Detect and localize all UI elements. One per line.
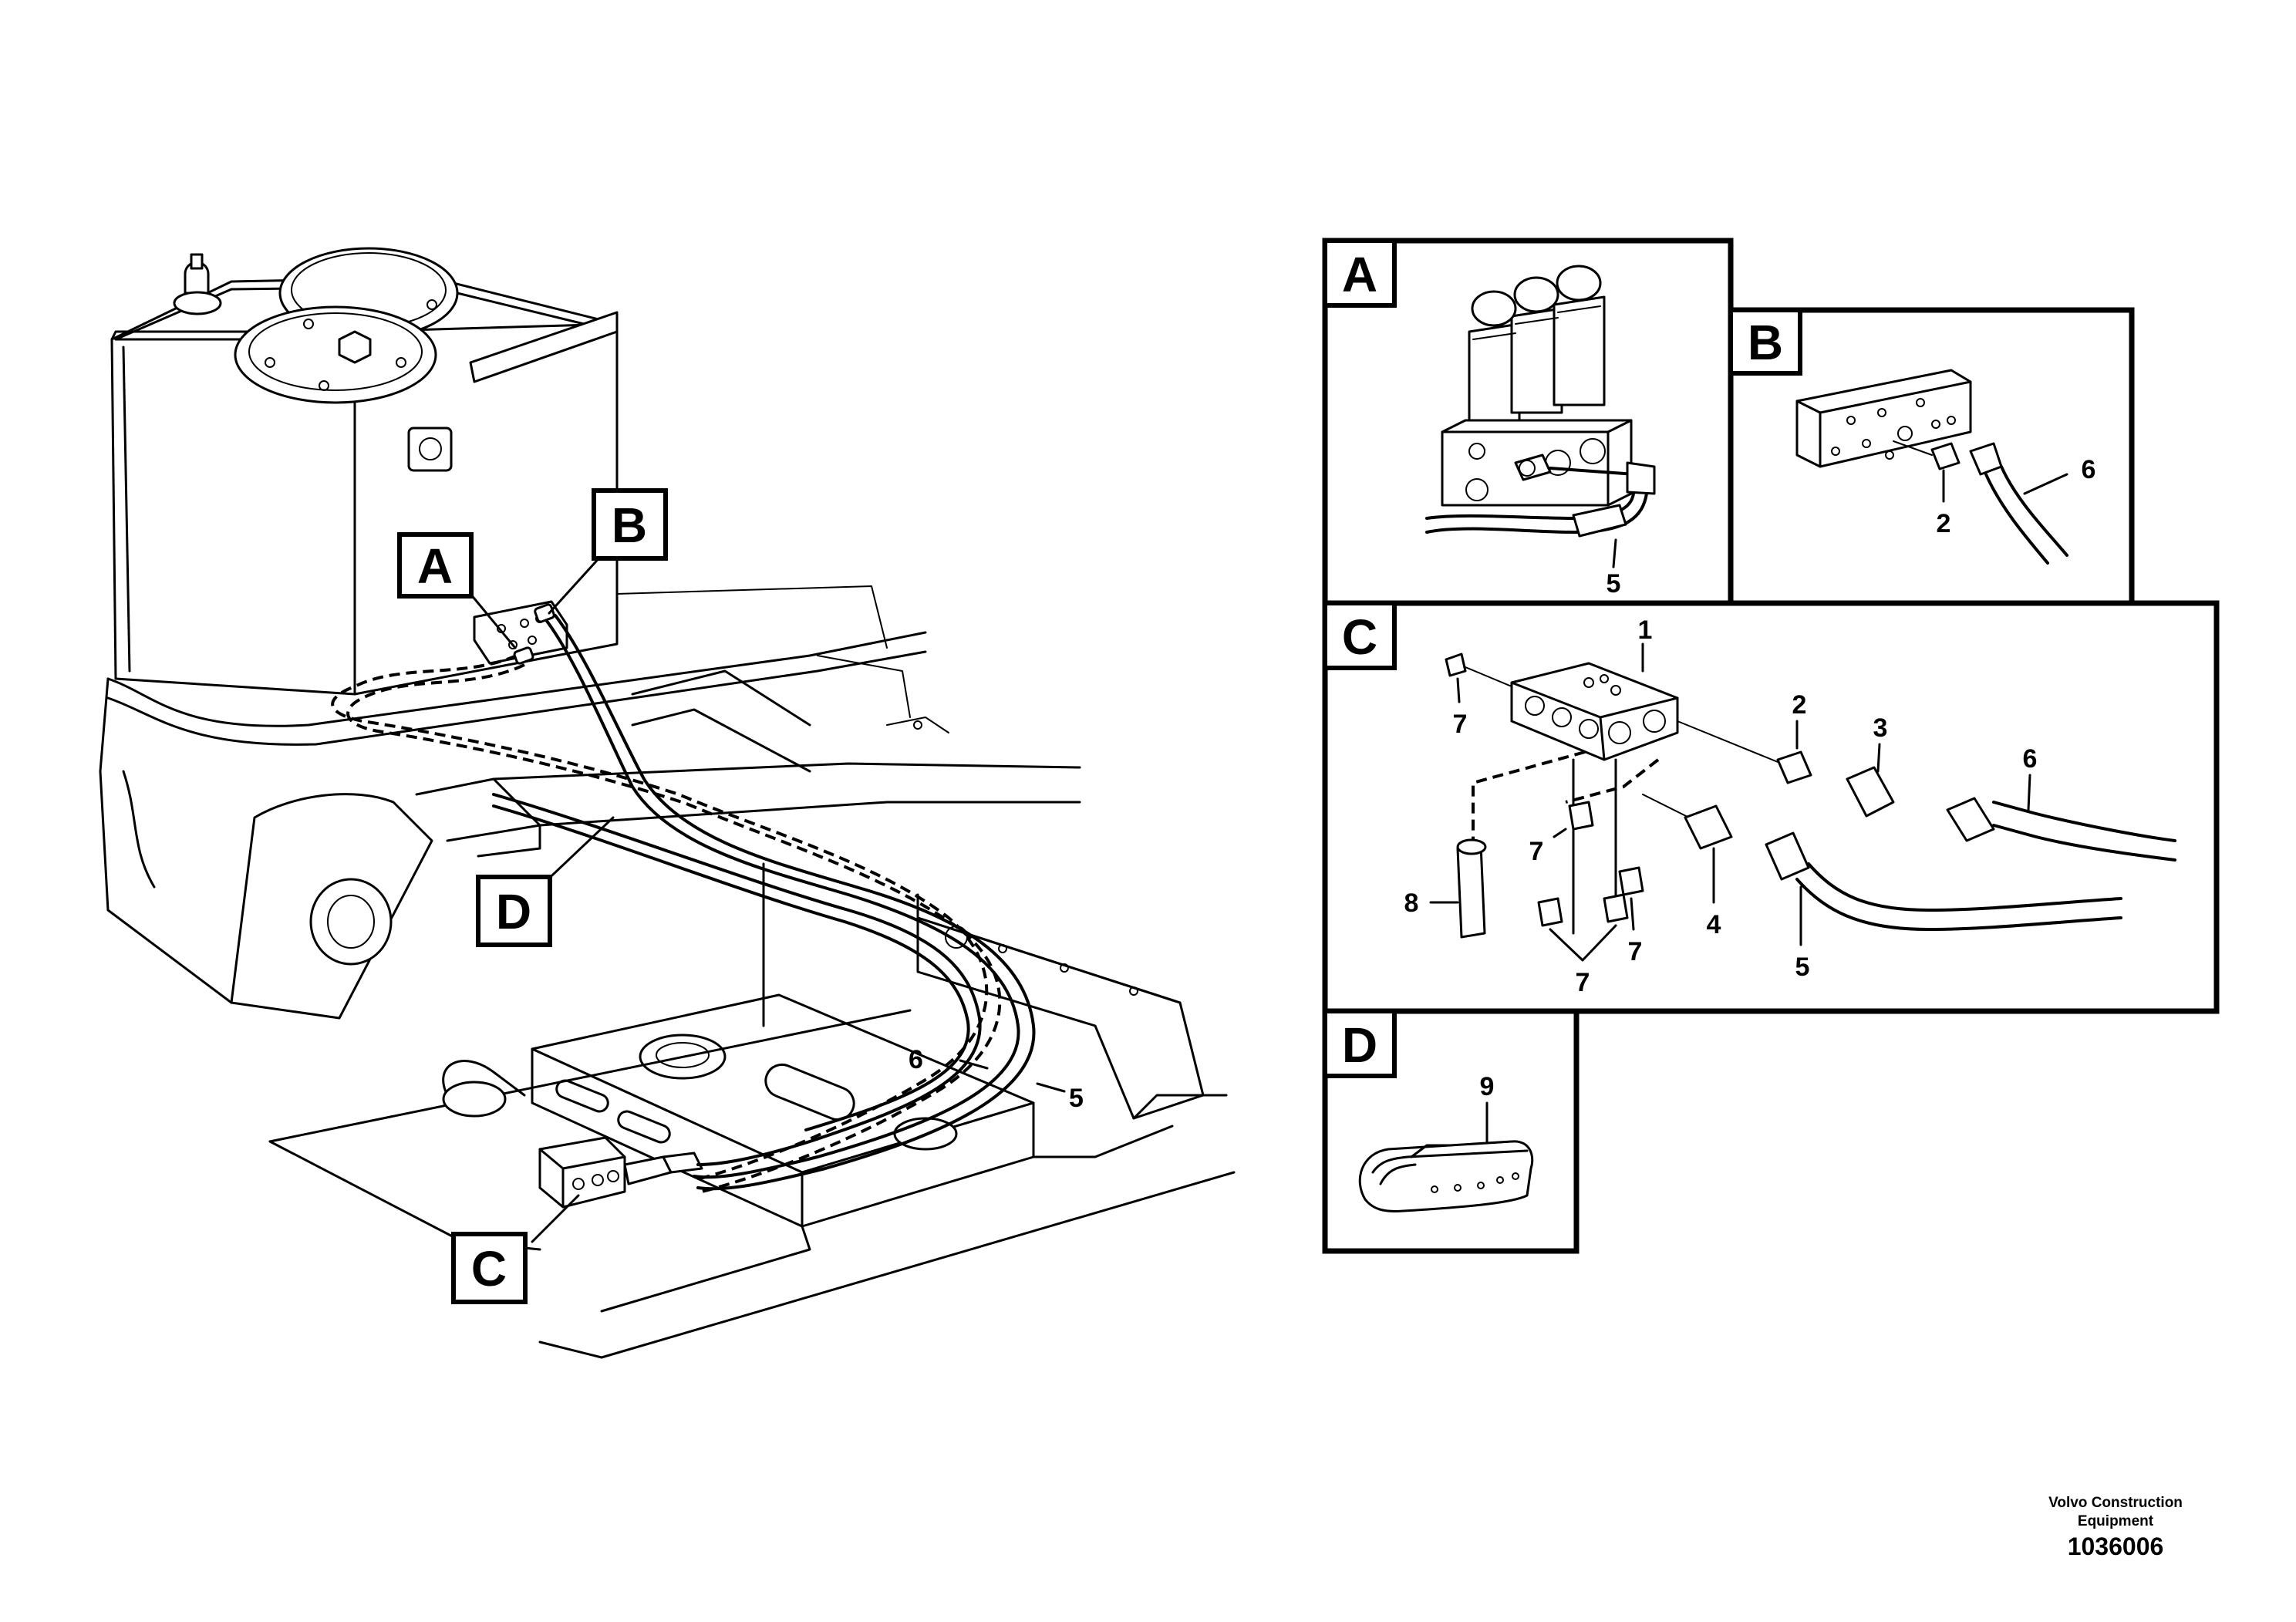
hose-label-5: 5 (1069, 1084, 1084, 1113)
callout-tag-c-label: C (471, 1241, 507, 1297)
credit-line-1: Volvo Construction (2048, 1495, 2183, 1511)
document-number: 1036006 (2068, 1533, 2164, 1560)
detail-b-part-2: 2 (1937, 509, 1951, 538)
detail-panel-b-letter: B (1748, 315, 1783, 370)
detail-panel-a: A 5 (1322, 238, 1734, 606)
detail-c-part-7d: 7 (1576, 968, 1590, 997)
detail-panel-c-letter: C (1342, 609, 1377, 665)
hose-label-6: 6 (909, 1045, 923, 1074)
callout-tag-b-label: B (612, 497, 647, 553)
hydraulic-tank (110, 247, 619, 696)
detail-panel-c: C 1 7 2 3 (1322, 600, 2220, 1014)
detail-c-part-1: 1 (1638, 615, 1653, 645)
detail-c-part-2: 2 (1792, 690, 1807, 720)
callout-tag-a[interactable]: A (397, 532, 474, 599)
detail-c-part-7b: 7 (1529, 837, 1544, 866)
detail-b-part-6: 6 (2082, 455, 2096, 484)
callout-tag-b[interactable]: B (592, 488, 668, 561)
distribution-block-detail (1510, 662, 1679, 761)
detail-panel-d: D 9 (1322, 1008, 1580, 1254)
detail-c-part-7c: 7 (1628, 937, 1643, 966)
callout-leaders (469, 554, 1066, 1243)
detail-c-part-6: 6 (2023, 744, 2038, 774)
detail-panel-a-letter: A (1342, 247, 1377, 302)
detail-d-part-9: 9 (1480, 1072, 1495, 1101)
hoses-dashed (331, 603, 1002, 1193)
clamp-strap (1358, 1140, 1534, 1212)
detail-c-part-7a: 7 (1453, 710, 1468, 739)
detail-c-part-8: 8 (1404, 889, 1419, 918)
callout-tag-c[interactable]: C (451, 1232, 528, 1304)
callout-tag-a-label: A (417, 538, 453, 594)
detail-a-part-5: 5 (1607, 569, 1621, 599)
detail-panel-b: B 2 6 (1728, 307, 2135, 606)
credit-block: Volvo Construction Equipment 1036006 (2048, 1495, 2183, 1560)
main-assembly-view: 6 5 A B C D (99, 247, 1236, 1359)
distribution-block-main (538, 1136, 703, 1209)
callout-tag-d-label: D (496, 884, 531, 939)
lower-frame (268, 862, 1236, 1359)
detail-c-part-3: 3 (1873, 713, 1888, 743)
detail-c-part-4: 4 (1707, 910, 1721, 939)
callout-tag-d[interactable]: D (476, 875, 552, 947)
detail-c-part-5: 5 (1795, 953, 1810, 982)
upper-frame (99, 585, 1081, 1020)
credit-line-2: Equipment (2078, 1513, 2154, 1529)
detail-panel-d-letter: D (1342, 1017, 1377, 1073)
